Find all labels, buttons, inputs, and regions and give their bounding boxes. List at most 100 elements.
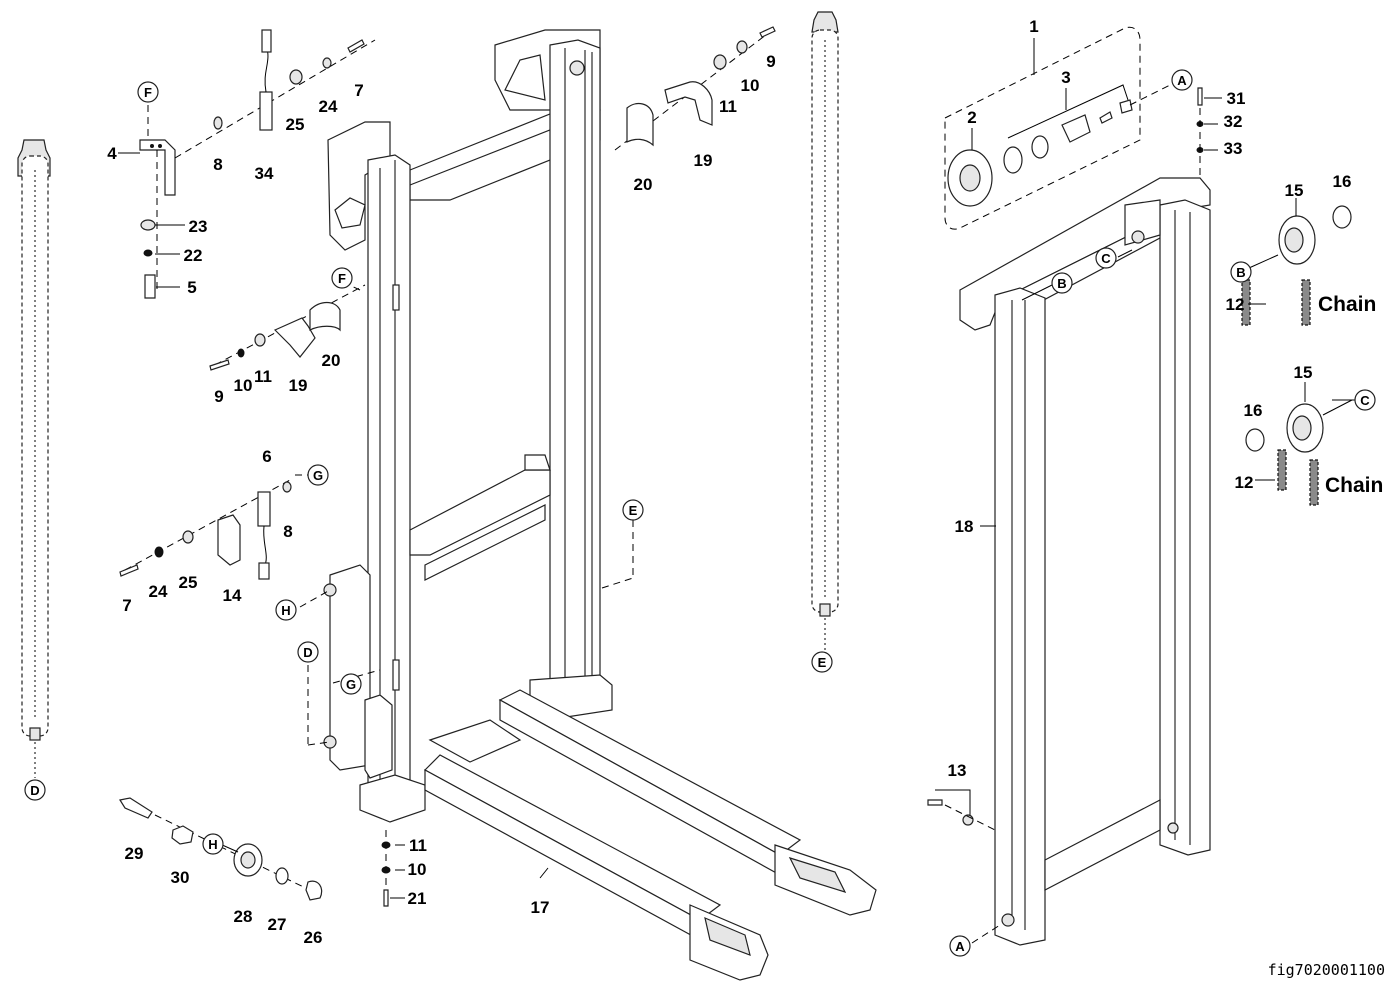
label-30: 30: [171, 868, 190, 887]
chain-upper: [1241, 279, 1311, 326]
label-4: 4: [107, 144, 117, 163]
svg-text:C: C: [1360, 393, 1370, 408]
label-25-lower: 25: [179, 573, 198, 592]
chain-label-upper: Chain: [1318, 293, 1376, 316]
main-mast-frame: [323, 29, 613, 823]
callout-A-upper: A: [1171, 69, 1193, 91]
svg-text:B: B: [1057, 276, 1066, 291]
label-29: 29: [125, 844, 144, 863]
chain-lower: [1277, 449, 1319, 506]
callout-H-lower: H: [202, 833, 224, 855]
label-11-upper: 11: [719, 97, 737, 116]
bolt-13: [927, 789, 996, 831]
pulley-lower: [1245, 403, 1324, 453]
label-24-lower: 24: [149, 582, 168, 601]
svg-text:F: F: [144, 85, 152, 100]
label-10-middle: 10: [234, 376, 253, 395]
svg-text:D: D: [303, 645, 312, 660]
center-cylinder: [811, 11, 839, 650]
callout-E-lower: E: [811, 651, 833, 673]
callout-C-upper: C: [1095, 247, 1117, 269]
label-18: 18: [955, 517, 974, 536]
label-17: 17: [531, 898, 550, 917]
callout-G-lower: G: [340, 673, 362, 695]
part-number-labels: 1 2 3 4 5 6 7 7 8 8 9 9 10 10 10 11 11 1…: [107, 17, 1385, 979]
label-13: 13: [948, 761, 967, 780]
label-34: 34: [255, 164, 274, 183]
svg-text:F: F: [338, 271, 346, 286]
label-14: 14: [223, 586, 242, 605]
label-24-upper: 24: [319, 97, 338, 116]
parts-left-lower: [119, 479, 292, 580]
callout-A-lower: A: [949, 935, 971, 957]
label-8-lower: 8: [283, 522, 292, 541]
callout-markers: F F G G H H D D E E A A B B C C: [24, 69, 1376, 957]
fork-right: [428, 689, 877, 916]
label-2: 2: [967, 108, 976, 127]
sheave-assembly-group: [944, 26, 1171, 230]
label-20-lower: 20: [322, 351, 341, 370]
svg-text:H: H: [208, 837, 217, 852]
svg-text:G: G: [313, 468, 323, 483]
svg-text:G: G: [346, 677, 356, 692]
bolt-stack-31-33: [1196, 87, 1204, 180]
label-19-lower: 19: [289, 376, 308, 395]
label-15-upper: 15: [1285, 181, 1304, 200]
svg-text:H: H: [281, 603, 290, 618]
label-20-upper: 20: [634, 175, 653, 194]
label-11-middle: 11: [254, 367, 272, 386]
callout-H-upper: H: [275, 599, 297, 621]
label-10-upper: 10: [741, 76, 760, 95]
fork-left: [424, 754, 769, 981]
svg-text:A: A: [955, 939, 965, 954]
label-23: 23: [189, 217, 208, 236]
label-9-lower: 9: [214, 387, 223, 406]
svg-text:D: D: [30, 783, 39, 798]
callout-D-lower: D: [24, 779, 46, 801]
label-3: 3: [1061, 68, 1070, 87]
label-32: 32: [1224, 112, 1243, 131]
label-19-upper: 19: [694, 151, 713, 170]
chain-label-lower: Chain: [1325, 474, 1383, 497]
parts-bottom-left: [119, 797, 323, 901]
callout-F-upper: F: [137, 81, 159, 103]
label-15-lower: 15: [1294, 363, 1313, 382]
callout-E-upper: E: [622, 499, 644, 521]
svg-text:C: C: [1101, 251, 1111, 266]
label-25-upper: 25: [286, 115, 305, 134]
label-28: 28: [234, 907, 253, 926]
label-7-lower: 7: [122, 596, 131, 615]
label-11-lower: 11: [409, 836, 427, 855]
pulley-upper: [1278, 205, 1352, 265]
callout-C-lower: C: [1354, 389, 1376, 411]
label-7-upper: 7: [354, 81, 363, 100]
label-10-lower: 10: [408, 860, 427, 879]
label-33: 33: [1224, 139, 1243, 158]
callout-B-lower: B: [1230, 261, 1252, 283]
svg-text:A: A: [1177, 73, 1187, 88]
label-26: 26: [304, 928, 323, 947]
label-8-upper: 8: [213, 155, 222, 174]
label-9-upper: 9: [766, 52, 775, 71]
svg-text:E: E: [629, 503, 638, 518]
callout-B-upper: B: [1051, 272, 1073, 294]
label-16-upper: 16: [1333, 172, 1352, 191]
parts-bottom-center: [381, 830, 391, 907]
label-12-upper: 12: [1226, 295, 1245, 314]
callout-F-lower: F: [331, 267, 353, 289]
callout-G-upper: G: [307, 464, 329, 486]
label-16-lower: 16: [1244, 401, 1263, 420]
label-27: 27: [268, 915, 287, 934]
label-12-lower: 12: [1235, 473, 1254, 492]
svg-text:E: E: [818, 655, 827, 670]
label-5: 5: [187, 278, 196, 297]
svg-text:B: B: [1236, 265, 1245, 280]
callout-D-upper: D: [297, 641, 319, 663]
parts-left-middle: [209, 284, 366, 371]
label-1: 1: [1029, 17, 1038, 36]
label-31: 31: [1227, 89, 1246, 108]
label-22: 22: [184, 246, 203, 265]
parts-left-upper: [139, 29, 376, 299]
label-21: 21: [408, 889, 427, 908]
